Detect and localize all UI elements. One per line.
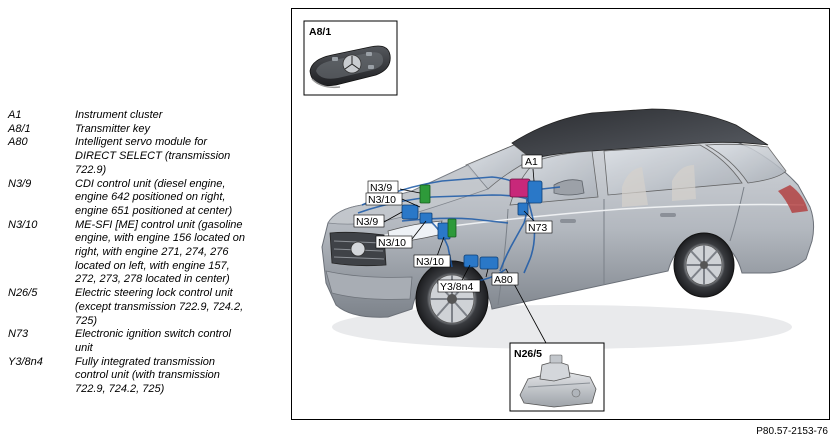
legend-description-line: Electronic ignition switch control [75, 328, 231, 341]
callout-y3-8n4: Y3/8n4 [440, 281, 473, 293]
legend-description-line: Transmitter key [75, 122, 150, 135]
module-y3-8n4 [463, 254, 479, 268]
legend-description-line: engine 651 positioned at center) [75, 204, 233, 217]
legend-code: A1 [8, 109, 22, 121]
legend-description-line: 725) [75, 314, 98, 327]
legend-code: A80 [8, 136, 28, 149]
callout-n3-9: N3/9 [356, 216, 378, 228]
legend-description-line: Instrument cluster [75, 109, 163, 121]
callout-a1: A1 [525, 156, 538, 168]
legend-description-line: located on left, with engine 157, [75, 259, 230, 272]
module-n3-9 [401, 204, 419, 220]
legend-item: N26/5 Electric steering lock control unit… [8, 287, 278, 328]
car-diagram: A8/1 [303, 20, 815, 412]
callout-n3-10-mid: N3/10 [378, 237, 406, 249]
module-a1 [527, 180, 543, 204]
inset-key-label: A8/1 [309, 26, 331, 38]
legend-code: Y3/8n4 [8, 355, 43, 368]
module-n3-10-mid [419, 212, 433, 224]
legend-description-line: 722.9) [75, 163, 107, 176]
callout-n3-10-top: N3/10 [368, 194, 396, 206]
inset-lock-label: N26/5 [514, 348, 542, 360]
transmitter-key-image [309, 45, 391, 89]
module-n3-9-top [419, 184, 431, 204]
legend-description-line: 722.9, 724.2, 725) [75, 383, 165, 396]
callout-a80: A80 [494, 274, 513, 286]
legend-description-line: engine 642 positioned on right, [75, 191, 226, 204]
legend-item: A1 Instrument cluster [8, 109, 278, 123]
steering-lock-image [519, 354, 597, 408]
inset-transmitter-key: A8/1 [303, 20, 398, 96]
callout-n73: N73 [528, 222, 547, 234]
legend-code: A8/1 [8, 122, 31, 135]
car-illustration [321, 108, 815, 349]
legend-code: N3/9 [8, 177, 32, 190]
legend-description-line: control unit (with transmission [75, 369, 220, 382]
legend-description-line: right, with engine 271, 274, 276 [75, 246, 229, 259]
module-a80 [479, 256, 499, 270]
callout-n3-10-low: N3/10 [416, 256, 444, 268]
legend-description-line: CDI control unit (diesel engine, [75, 177, 226, 190]
legend-description-line: (except transmission 722.9, 724.2, [75, 300, 244, 313]
legend-description-line: Intelligent servo module for [75, 136, 208, 149]
legend-description-line: ME-SFI [ME] control unit (gasoline [75, 218, 243, 231]
legend-description-line: unit [75, 341, 93, 354]
legend-code: N26/5 [8, 287, 38, 300]
legend-description-line: 272, 273, 278 located in center) [75, 273, 230, 286]
legend-description-line: Fully integrated transmission [75, 355, 216, 368]
legend-code: N3/10 [8, 218, 38, 231]
figure-frame: A8/1 [291, 8, 830, 420]
legend-description-line: Electric steering lock control unit [75, 287, 233, 300]
module-instrument-cluster [509, 178, 531, 198]
reference-number: P80.57-2153-76 [756, 426, 828, 437]
module-n3-10-low-green [447, 218, 457, 238]
legend-description-line: DIRECT SELECT (transmission [75, 150, 231, 163]
front-wheel [415, 260, 489, 338]
callout-labels: A1 N3/9 N3/10 N3/9 N3/10 N73 N3/10 Y3/8n… [353, 154, 553, 293]
legend-item: A8/1 Transmitter key [8, 123, 278, 137]
legend-description-line: engine, with engine 156 located on [75, 232, 246, 245]
rear-wheel [673, 232, 735, 298]
inset-steering-lock: N26/5 [509, 342, 605, 412]
callout-n3-9-top: N3/9 [370, 182, 392, 194]
legend-code: N73 [8, 328, 29, 341]
control-modules [401, 178, 543, 270]
